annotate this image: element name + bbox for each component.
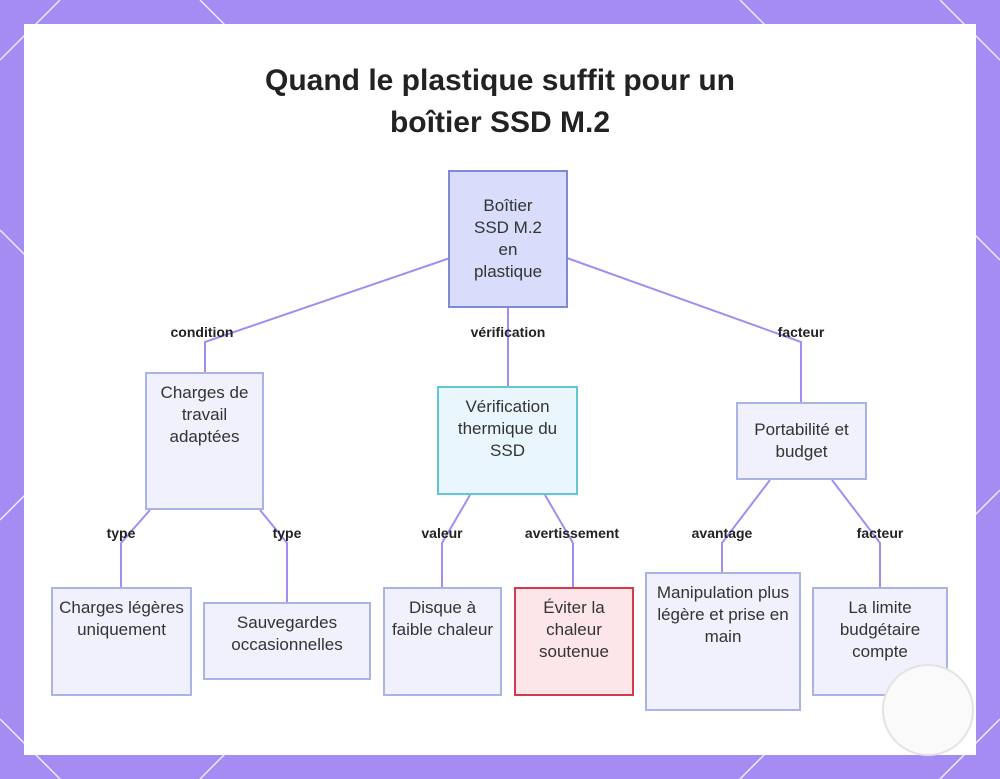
edge-label-condition: condition — [170, 324, 234, 340]
node-portability: Portabilité et budget — [736, 402, 867, 480]
edge-root-portability — [566, 257, 802, 402]
edge-label-value: valeur — [421, 525, 463, 541]
node-workloads: Charges de travail adaptées — [145, 372, 264, 510]
edge-label-factor-bottom: facteur — [856, 525, 904, 541]
node-light-loads: Charges légères uniquement — [51, 587, 192, 696]
watermark-badge — [882, 664, 974, 756]
edge-label-verification: vérification — [470, 324, 546, 340]
edge-workloads-light — [120, 509, 151, 588]
edge-root-workloads — [204, 257, 451, 372]
edge-thermal-avoid — [544, 494, 574, 587]
edge-label-advantage: avantage — [691, 525, 753, 541]
node-root: Boîtier SSD M.2 en plastique — [448, 170, 568, 308]
node-thermal-check: Vérification thermique du SSD — [437, 386, 578, 495]
edge-label-factor-top: facteur — [777, 324, 825, 340]
edge-workloads-backups — [259, 509, 288, 602]
edge-label-type-left: type — [106, 525, 136, 541]
node-low-heat: Disque à faible chaleur — [383, 587, 502, 696]
node-backups: Sauvegardes occasionnelles — [203, 602, 371, 680]
edge-thermal-lowheat — [441, 494, 471, 587]
title-line-2: boîtier SSD M.2 — [389, 106, 611, 139]
edge-portability-budget — [831, 479, 881, 587]
diagram-title: Quand le plastique suffit pour un boîtie… — [24, 60, 976, 144]
edge-label-warning: avertissement — [524, 525, 620, 541]
node-avoid-heat: Éviter la chaleur soutenue — [514, 587, 634, 696]
node-handling: Manipulation plus légère et prise en mai… — [645, 572, 801, 711]
title-line-1: Quand le plastique suffit pour un — [265, 64, 735, 97]
edge-portability-handling — [721, 479, 771, 573]
edge-label-type-right: type — [272, 525, 302, 541]
